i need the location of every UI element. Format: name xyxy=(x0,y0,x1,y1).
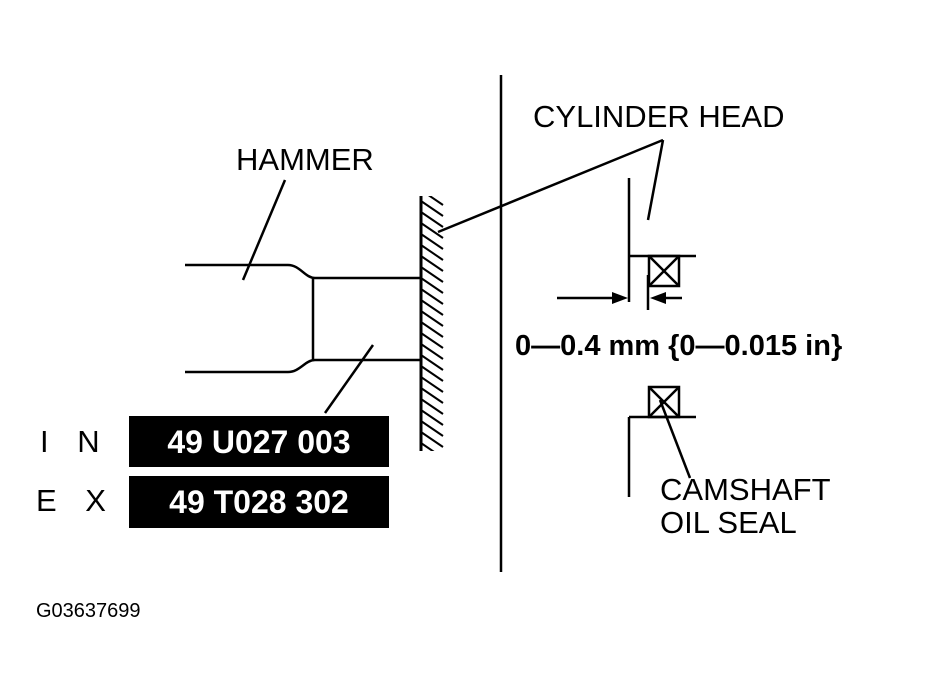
hatch-mark xyxy=(421,266,444,283)
camshaft-oil-seal-label-line1: CAMSHAFT xyxy=(660,472,831,507)
hatch-mark xyxy=(421,277,444,294)
hatch-mark xyxy=(421,420,444,437)
hatch-mark xyxy=(421,255,444,272)
cylinder-head-label: CYLINDER HEAD xyxy=(533,99,785,134)
hatch-mark xyxy=(421,200,444,217)
installer-leader-line xyxy=(323,344,375,414)
oil-seal-symbol-lower xyxy=(647,385,681,419)
hatch-mark xyxy=(421,354,444,371)
hatch-mark xyxy=(421,365,444,382)
tool-prefix-ex: E X : xyxy=(36,483,153,518)
hatch-mark xyxy=(421,222,444,239)
hatched-surface xyxy=(419,196,444,469)
hammer-leader-line xyxy=(241,179,287,281)
cylinder-head-leader-left xyxy=(437,138,664,234)
hatch-mark xyxy=(421,409,444,426)
tool-number-in: 49 U027 003 xyxy=(167,424,350,460)
hatch-mark xyxy=(421,376,444,393)
dimension-arrows xyxy=(557,275,682,310)
hatch-mark xyxy=(421,398,444,415)
hatch-mark xyxy=(421,442,435,451)
hatch-mark xyxy=(421,310,444,327)
cylinder-head-leader-right xyxy=(646,139,665,221)
hatch-mark xyxy=(421,244,444,261)
hatch-mark xyxy=(421,343,444,360)
hatch-mark xyxy=(421,454,443,469)
installer-tool-drawing xyxy=(185,263,421,374)
camshaft-oil-seal-label-line2: OIL SEAL xyxy=(660,505,797,540)
hatch-mark xyxy=(421,211,444,228)
tool-number-box-in xyxy=(129,416,389,467)
hatch-mark xyxy=(421,233,444,250)
hatch-mark xyxy=(421,321,444,338)
hammer-label: HAMMER xyxy=(236,142,374,177)
oil-seal-leader-line xyxy=(658,399,692,479)
hatch-mark xyxy=(421,288,444,305)
hatch-mark xyxy=(421,299,444,316)
hatch-mark xyxy=(421,332,444,349)
hatch-mark xyxy=(421,387,444,404)
tool-number-box-ex xyxy=(129,476,389,528)
hatch-mark xyxy=(428,196,444,206)
figure-id: G03637699 xyxy=(36,600,141,622)
clearance-dimension: 0—0.4 mm {0—0.015 in} xyxy=(515,330,842,362)
tool-number-ex: 49 T028 302 xyxy=(169,484,349,520)
tool-prefix-in: I N : xyxy=(40,424,147,459)
oil-seal-symbol-upper xyxy=(647,254,681,288)
hatch-mark xyxy=(421,431,444,448)
